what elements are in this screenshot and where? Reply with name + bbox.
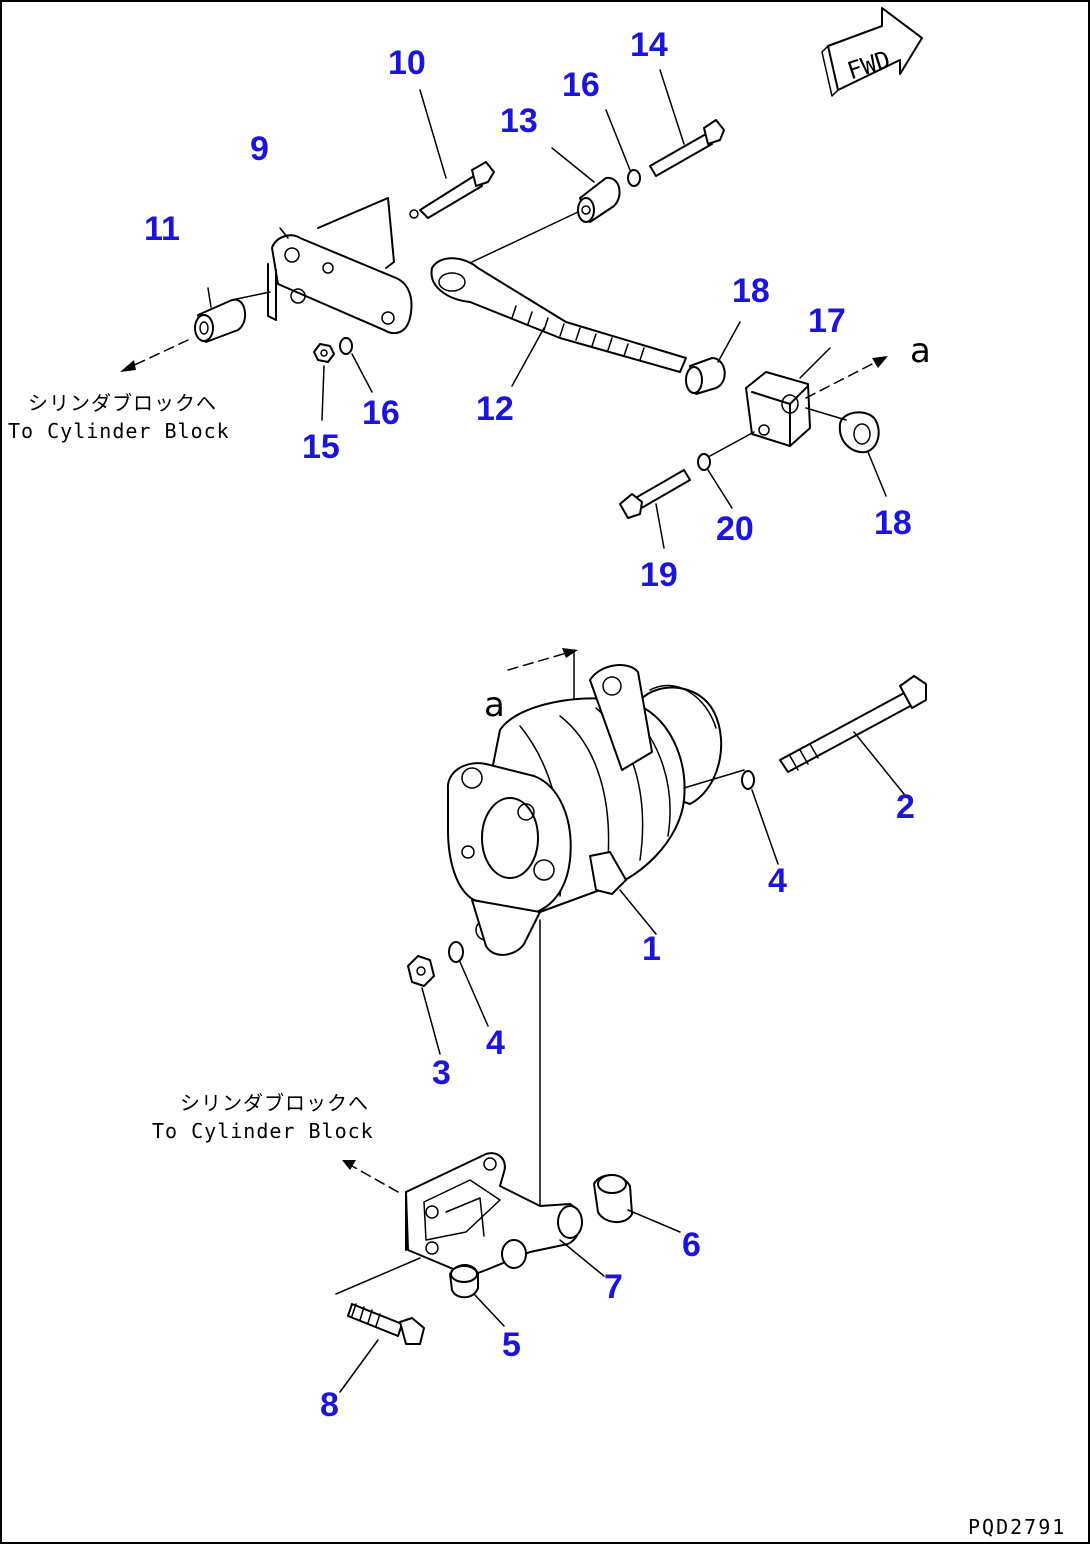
callout-11: 11 [144,210,180,248]
callout-16-lower: 16 [362,394,400,432]
part-3-nut [407,955,441,1055]
arrow-to-cylinder-lower [342,1160,399,1193]
part-6-spacer [593,1174,681,1233]
callout-20: 20 [716,510,754,548]
callout-4-right: 4 [768,862,787,900]
note-lower-jp: シリンダブロックへ [180,1091,369,1115]
part-5-spacer [449,1264,505,1327]
part-9-bracket [231,197,413,335]
ref-a-upper: a [910,331,931,371]
callout-17: 17 [808,302,846,340]
part-12-adjust-rod [430,211,687,387]
drawing-code: PQD2791 [968,1515,1066,1539]
callout-10: 10 [388,44,426,82]
part-4-washer-right [741,770,779,865]
callout-6: 6 [682,1226,701,1264]
part-17-block [745,347,831,447]
fwd-label: FWD [844,45,894,85]
note-upper-jp: シリンダブロックへ [28,391,217,415]
callout-7: 7 [604,1268,623,1306]
callout-15: 15 [302,428,340,466]
ref-a-mid: a [484,685,505,725]
callout-4-left: 4 [486,1024,505,1062]
part-13-spacer [551,147,621,223]
part-11-spacer [194,287,247,343]
part-4-washer-left [448,941,489,1027]
arrow-to-cylinder-upper [120,339,189,372]
note-lower-en: To Cylinder Block [152,1119,374,1143]
part-20-washer [697,431,755,509]
callout-13: 13 [500,102,538,140]
callout-1: 1 [642,930,661,968]
fwd-arrow-icon: FWD [821,7,923,97]
callout-16-upper: 16 [562,66,600,104]
callout-8: 8 [320,1386,339,1424]
callout-9: 9 [250,130,269,168]
callout-12: 12 [476,390,514,428]
arrow-ref-a-upper: a [805,331,931,399]
part-18-collar-upper [685,321,741,395]
leader-9 [279,227,289,239]
part-14-bolt [649,69,725,177]
part-2-long-bolt [779,675,927,795]
part-18-collar-lower [805,407,887,497]
callout-18-lower: 18 [874,504,912,542]
part-19-bolt [619,469,691,549]
callout-18-upper: 18 [732,272,770,310]
part-16-washer-mid [605,109,641,187]
part-8-bolt [335,1257,425,1393]
part-15-nut [313,343,335,421]
leader-11 [207,287,212,308]
note-upper-en: To Cylinder Block [8,419,230,443]
part-10-bolt [409,89,495,219]
callout-14: 14 [630,26,668,64]
part-1-alternator: a [446,648,745,1221]
callout-5: 5 [502,1326,521,1364]
leader-10 [419,89,447,179]
part-16-washer-upper [339,337,373,393]
callout-19: 19 [640,556,678,594]
callout-2: 2 [896,788,915,826]
callout-3: 3 [432,1054,451,1092]
part-7-lower-bracket [405,1152,605,1277]
